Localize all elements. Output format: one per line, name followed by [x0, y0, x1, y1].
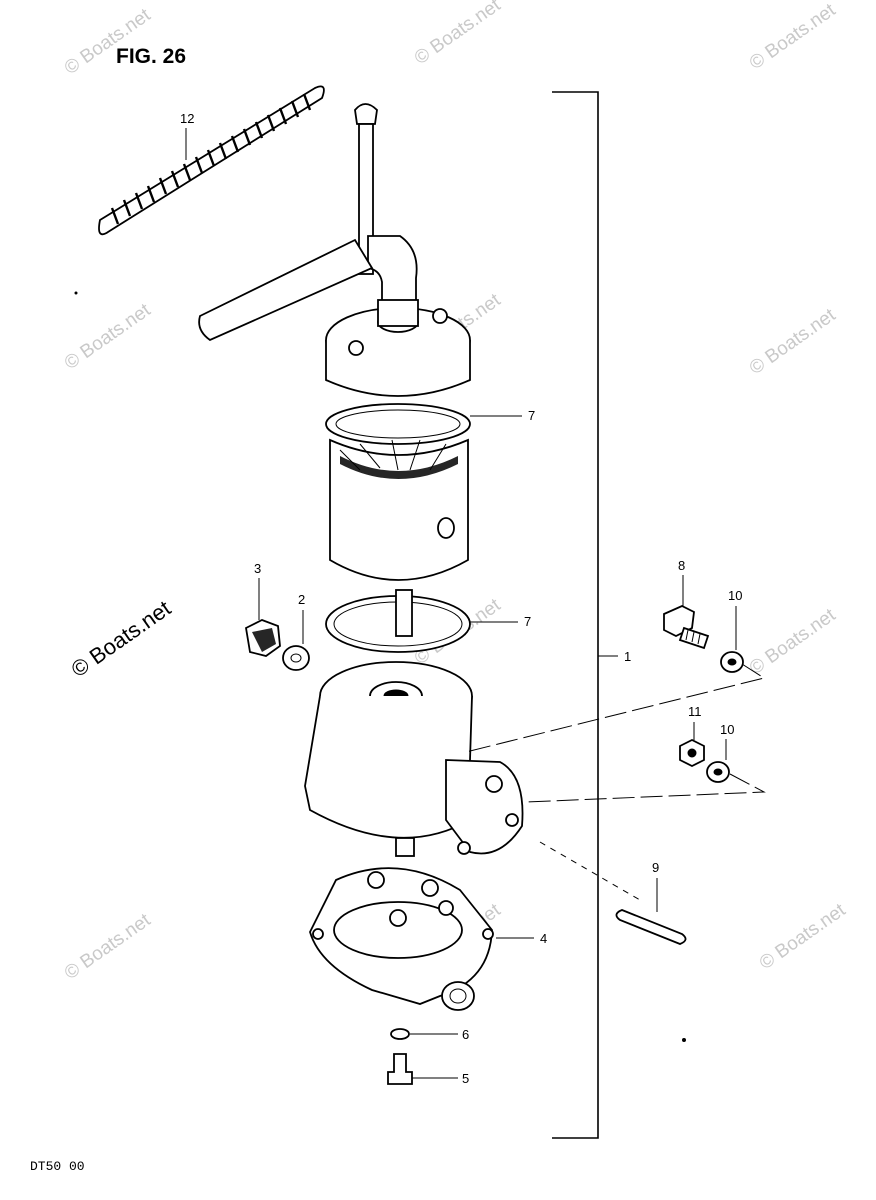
- callout-10-lower: 10: [720, 722, 734, 737]
- watermark-7: © Boats.net: [67, 595, 176, 682]
- model-code: DT50 00: [30, 1159, 85, 1174]
- plug-part-3: [245, 619, 281, 657]
- watermark-10: © Boats.net: [61, 909, 155, 984]
- callout-4: 4: [540, 931, 547, 946]
- callout-10-upper: 10: [728, 588, 742, 603]
- assembly-bracket: [552, 91, 599, 1139]
- watermark-2: © Boats.net: [411, 0, 505, 69]
- callout-12: 12: [180, 111, 194, 126]
- callout-9: 9: [652, 860, 659, 875]
- tilt-motor-assembly: [198, 103, 524, 1085]
- callout-2: 2: [298, 592, 305, 607]
- nut-part-11: [679, 738, 705, 768]
- washer-part-10-lower: [706, 761, 730, 783]
- figure-title: FIG. 26: [116, 45, 186, 68]
- watermark-9: © Boats.net: [746, 604, 840, 679]
- bolt-part-8: [663, 605, 710, 650]
- watermark-4: © Boats.net: [61, 299, 155, 374]
- callout-7-upper: 7: [528, 408, 535, 423]
- assembly-leaders: [465, 663, 766, 901]
- washer-part-2: [282, 645, 310, 671]
- watermark-6: © Boats.net: [746, 304, 840, 379]
- watermark-3: © Boats.net: [746, 0, 840, 74]
- callout-5: 5: [462, 1071, 469, 1086]
- callout-1: 1: [624, 649, 631, 664]
- spiral-wrap-part-12: [98, 85, 325, 236]
- callout-3: 3: [254, 561, 261, 576]
- callout-6: 6: [462, 1027, 469, 1042]
- callout-7-lower: 7: [524, 614, 531, 629]
- pin-part-9: [615, 909, 687, 945]
- washer-part-10-upper: [720, 651, 744, 673]
- watermark-12: © Boats.net: [756, 899, 850, 974]
- callout-8: 8: [678, 558, 685, 573]
- callout-11: 11: [688, 704, 702, 719]
